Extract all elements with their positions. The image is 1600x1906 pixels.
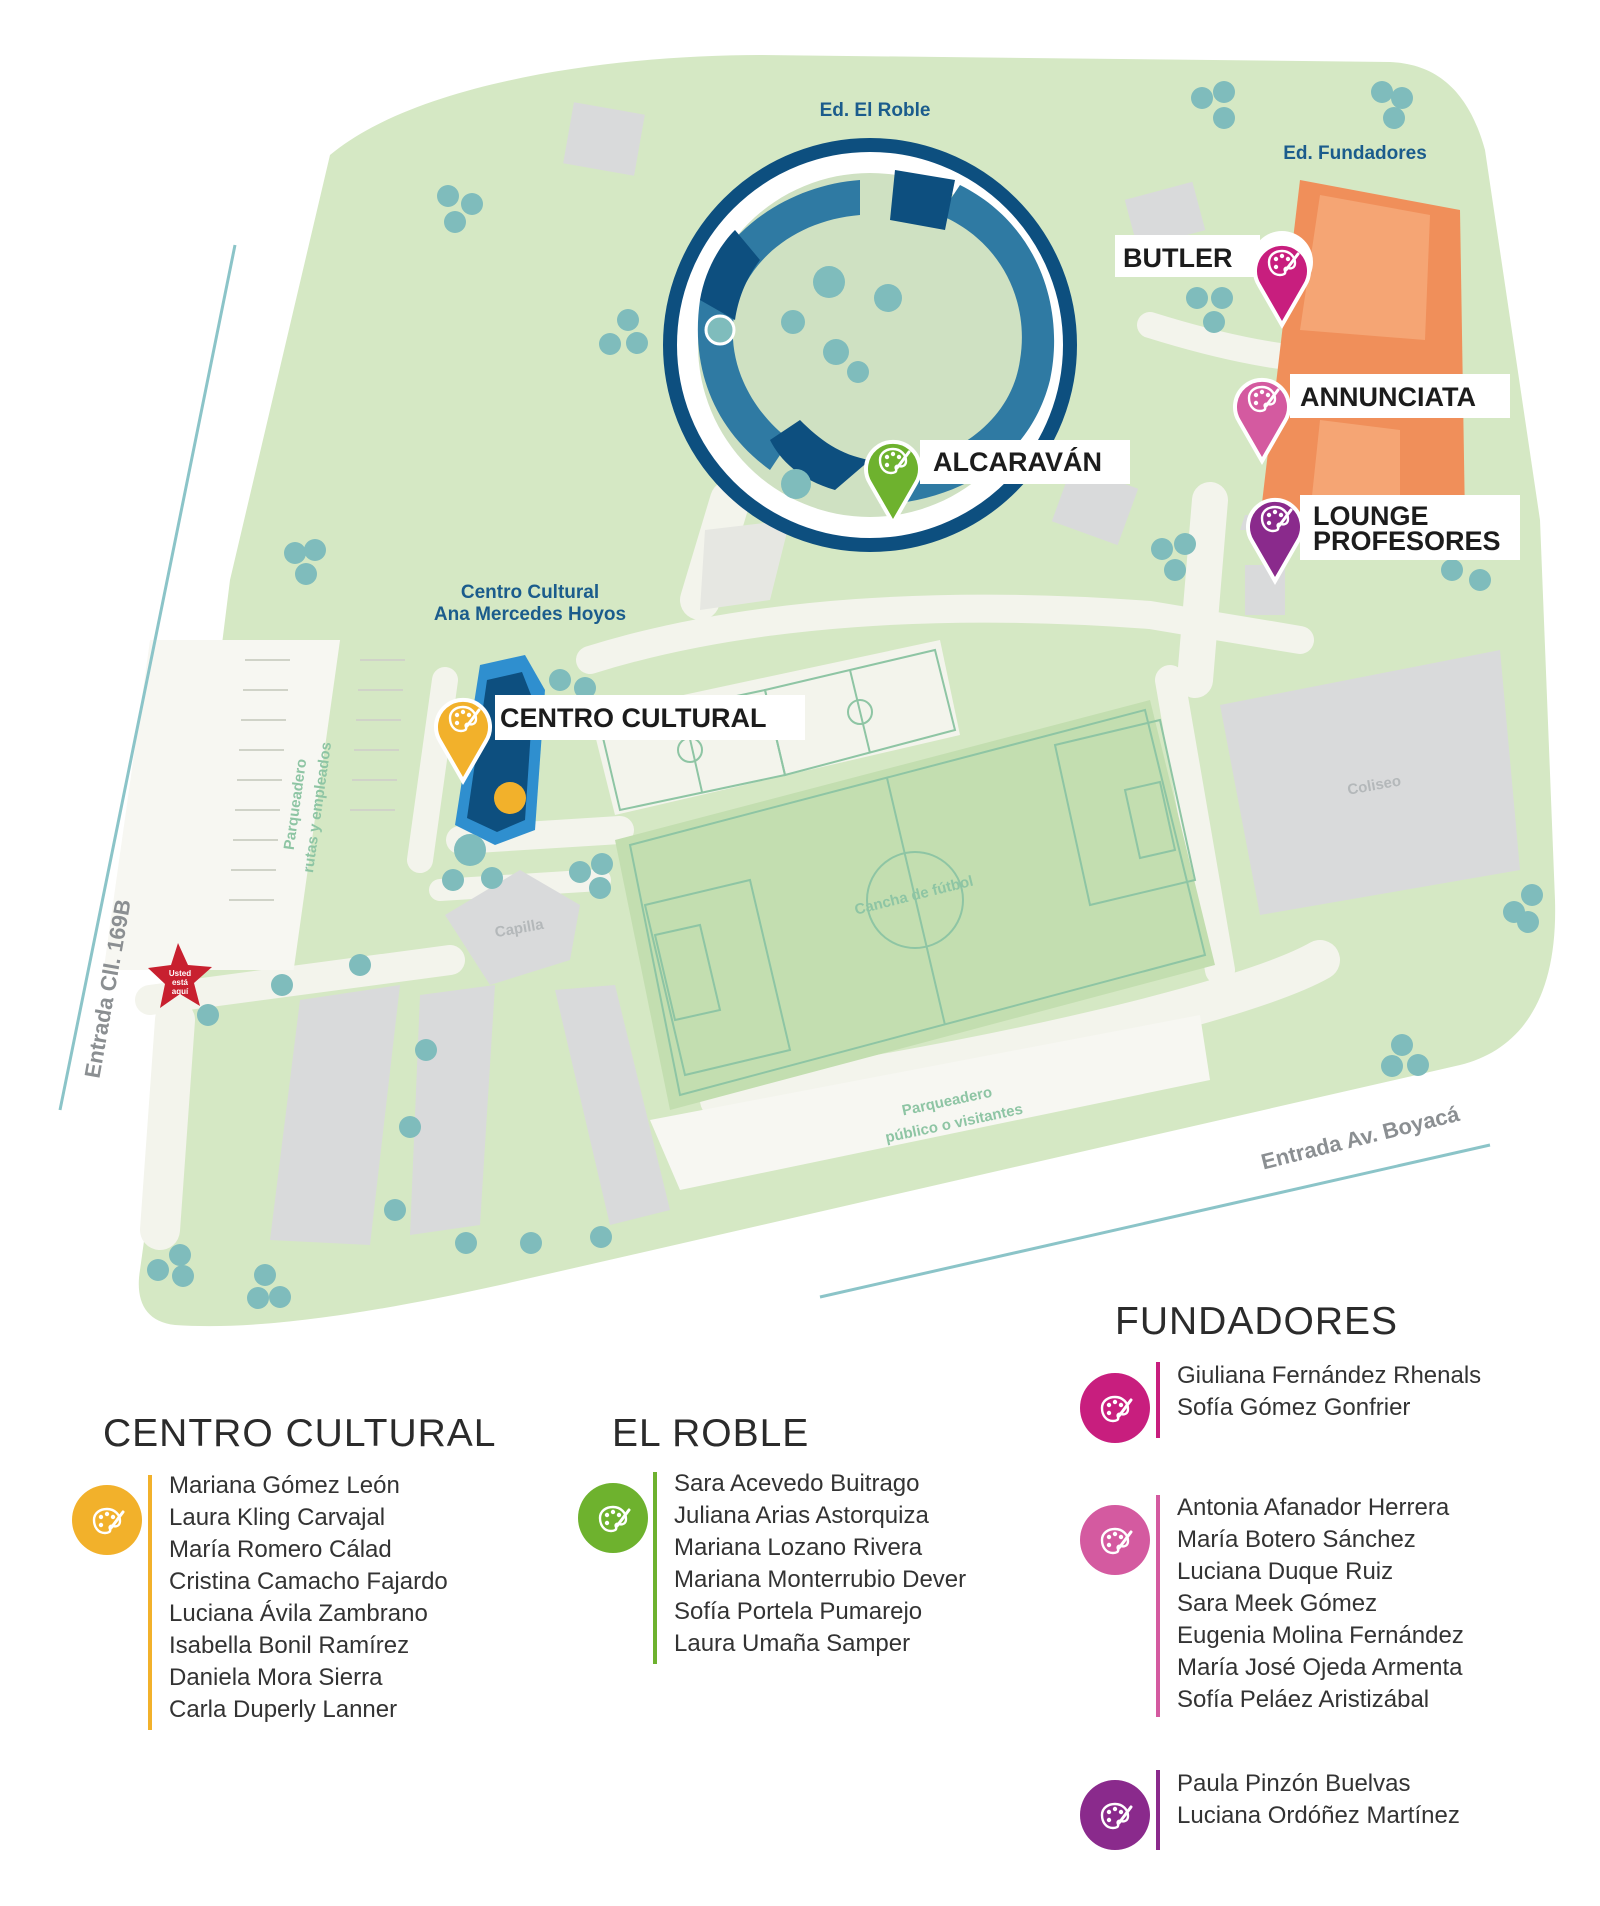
label-roble: Ed. El Roble bbox=[820, 100, 931, 121]
marker-label-butler: BUTLER bbox=[1123, 243, 1233, 273]
legend-names-annunciata: Antonia Afanador Herrera María Botero Sá… bbox=[1177, 1492, 1464, 1716]
list-item: Isabella Bonil Ramírez bbox=[169, 1632, 410, 1659]
campus-map: Ed. El Roble Ed. Fundadores Centro Cultu… bbox=[58, 55, 1556, 1327]
list-item: Sofía Peláez Aristizábal bbox=[1177, 1686, 1430, 1713]
pin-annunciata[interactable] bbox=[1233, 377, 1291, 466]
parking-lot-publico bbox=[650, 1015, 1210, 1190]
marker-label-boxes bbox=[495, 235, 1520, 740]
pin-lounge[interactable] bbox=[1246, 497, 1304, 586]
legend-icon-annunciata bbox=[1080, 1505, 1150, 1575]
marker-label-annunciata: ANNUNCIATA bbox=[1300, 382, 1476, 412]
label-centro-line2: Ana Mercedes Hoyos bbox=[434, 604, 626, 625]
list-item: María José Ojeda Armenta bbox=[1177, 1654, 1463, 1681]
legend-names-centro: Mariana Gómez León Laura Kling Carvajal … bbox=[169, 1470, 448, 1726]
list-item: Mariana Monterrubio Dever bbox=[674, 1566, 967, 1593]
list-item: María Romero Cálad bbox=[169, 1536, 392, 1563]
marker-label-centro: CENTRO CULTURAL bbox=[500, 703, 766, 733]
legend-names-roble: Sara Acevedo Buitrago Juliana Arias Asto… bbox=[674, 1468, 966, 1660]
parking-stripes-rutas bbox=[229, 659, 405, 901]
legend-icon-lounge bbox=[1080, 1780, 1150, 1850]
list-item: Giuliana Fernández Rhenals bbox=[1177, 1362, 1482, 1389]
marker-labels: BUTLER ANNUNCIATA ALCARAVÁN LOUNGE PROFE… bbox=[500, 243, 1501, 733]
you-are-here-marker: Usted está aquí bbox=[148, 943, 212, 1008]
list-item: Mariana Gómez León bbox=[169, 1472, 400, 1499]
list-item: Luciana Ávila Zambrano bbox=[169, 1600, 428, 1627]
marker-label-lounge-2: PROFESORES bbox=[1313, 526, 1501, 556]
list-item: Sofía Gómez Gonfrier bbox=[1177, 1394, 1411, 1421]
marker-label-alcaravan: ALCARAVÁN bbox=[933, 446, 1102, 477]
palette-icon bbox=[1100, 1527, 1133, 1555]
legend-icon-roble bbox=[578, 1483, 648, 1553]
label-centro-line1: Centro Cultural bbox=[461, 582, 599, 603]
pin-butler[interactable] bbox=[1251, 231, 1313, 330]
list-item: Mariana Lozano Rivera bbox=[674, 1534, 923, 1561]
legend-bar-roble bbox=[653, 1472, 657, 1664]
roble-building bbox=[663, 138, 1077, 552]
palette-icon bbox=[598, 1505, 631, 1533]
list-item: Paula Pinzón Buelvas bbox=[1177, 1770, 1411, 1797]
list-item: Sara Acevedo Buitrago bbox=[674, 1470, 920, 1497]
palette-icon bbox=[92, 1507, 125, 1535]
legend-bar-lounge bbox=[1156, 1770, 1160, 1850]
label-fundadores: Ed. Fundadores bbox=[1283, 143, 1427, 164]
you-are-here-line1: Usted bbox=[169, 969, 191, 978]
palette-icon bbox=[1100, 1802, 1133, 1830]
parking-lot-rutas bbox=[103, 640, 341, 970]
palette-icon bbox=[1100, 1395, 1133, 1423]
legend-title-centro: CENTRO CULTURAL bbox=[103, 1412, 497, 1455]
marker-label-lounge-1: LOUNGE bbox=[1313, 501, 1429, 531]
list-item: Laura Umaña Samper bbox=[674, 1630, 911, 1657]
legend-bar-centro bbox=[148, 1475, 152, 1730]
list-item: Daniela Mora Sierra bbox=[169, 1664, 383, 1691]
list-item: Eugenia Molina Fernández bbox=[1177, 1622, 1464, 1649]
legend-icon-centro bbox=[72, 1485, 142, 1555]
list-item: Cristina Camacho Fajardo bbox=[169, 1568, 448, 1595]
list-item: Luciana Ordóñez Martínez bbox=[1177, 1802, 1460, 1829]
label-entrada-calle: Entrada Cll. 169B bbox=[80, 897, 136, 1080]
list-item: Carla Duperly Lanner bbox=[169, 1696, 398, 1723]
pin-centro-cultural[interactable] bbox=[434, 697, 492, 786]
trees bbox=[147, 81, 1543, 1309]
soccer-field bbox=[615, 700, 1215, 1110]
label-entrada-boyaca: Entrada Av. Boyacá bbox=[1258, 1101, 1462, 1175]
legend-title-fundadores: FUNDADORES bbox=[1115, 1300, 1399, 1343]
list-item: Luciana Duque Ruiz bbox=[1177, 1558, 1394, 1585]
legend-icon-butler bbox=[1080, 1373, 1150, 1443]
list-item: Antonia Afanador Herrera bbox=[1177, 1494, 1450, 1521]
legend-names-butler: Giuliana Fernández Rhenals Sofía Gómez G… bbox=[1177, 1360, 1481, 1424]
pin-alcaravan[interactable] bbox=[864, 439, 922, 528]
legend-bar-butler bbox=[1156, 1362, 1160, 1438]
list-item: Sofía Portela Pumarejo bbox=[674, 1598, 923, 1625]
legend-names-lounge: Paula Pinzón Buelvas Luciana Ordóñez Mar… bbox=[1177, 1768, 1460, 1832]
building-labels: Ed. El Roble Ed. Fundadores Centro Cultu… bbox=[434, 100, 1427, 625]
list-item: Sara Meek Gómez bbox=[1177, 1590, 1378, 1617]
list-item: Laura Kling Carvajal bbox=[169, 1504, 386, 1531]
list-item: María Botero Sánchez bbox=[1177, 1526, 1416, 1553]
legend-title-roble: EL ROBLE bbox=[612, 1412, 810, 1455]
roads bbox=[58, 244, 1491, 1299]
you-are-here-line3: aquí bbox=[172, 987, 189, 996]
legend-bar-annunciata bbox=[1156, 1495, 1160, 1717]
you-are-here-line2: está bbox=[172, 978, 189, 987]
list-item: Juliana Arias Astorquiza bbox=[674, 1502, 929, 1529]
